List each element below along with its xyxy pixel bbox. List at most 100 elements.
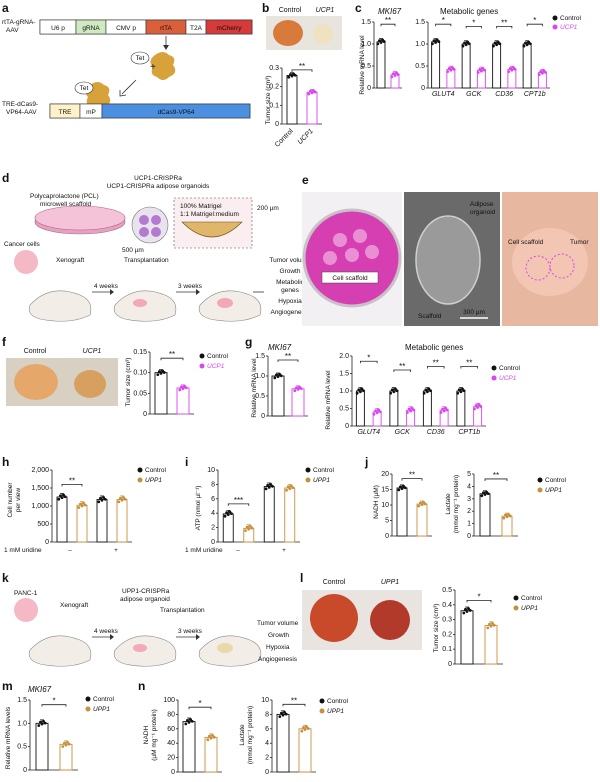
dim-500: 500 µm — [122, 247, 144, 254]
data-point — [379, 41, 383, 44]
data-point — [457, 388, 461, 392]
data-point — [184, 386, 188, 390]
data-point — [225, 511, 229, 515]
data-point — [462, 389, 466, 393]
data-point — [60, 496, 64, 500]
y-tick-label: 0.1 — [442, 646, 452, 653]
category-label: UCP1 — [297, 128, 315, 146]
data-point — [184, 722, 188, 726]
data-point — [486, 626, 490, 630]
mouse-icon — [28, 635, 92, 667]
data-point — [357, 388, 361, 392]
data-point — [489, 624, 493, 628]
significance-bracket — [466, 599, 492, 603]
y-tick-label: 80 — [167, 711, 175, 718]
data-point — [209, 736, 213, 740]
y-axis-label: Tumor size (cm³) — [265, 76, 272, 125]
transplantation-label: Transplantation — [124, 257, 169, 264]
data-point — [442, 409, 446, 413]
part-mp: mP — [86, 109, 96, 116]
y-tick-label: 4 — [265, 740, 269, 747]
chart-c-mki67: 00.51.01.5** — [361, 16, 402, 92]
significance-label: ** — [493, 471, 499, 480]
data-point — [467, 42, 471, 46]
plus-sign: + — [150, 62, 156, 73]
y-tick-label: 10 — [207, 467, 215, 474]
photo-label-ucp1: UCP1 — [83, 348, 102, 355]
bar — [263, 486, 275, 543]
data-point — [284, 712, 288, 716]
bar — [59, 743, 73, 771]
y-axis-label-left: Relative mRNA level — [251, 358, 258, 418]
data-point — [83, 503, 87, 507]
readout-1: Tumor volume — [269, 257, 311, 264]
panel-m: m MKI67 Relative mRNA levels 00.51.01.5*… — [2, 679, 115, 774]
panel-label: e — [302, 173, 309, 187]
data-point — [464, 608, 467, 611]
y-tick-label: 0 — [45, 539, 49, 546]
legend-marker-control — [319, 698, 325, 704]
bar — [389, 390, 399, 427]
panel-j: j NADH (µM) Lactate (mmol mg⁻¹ protein) … — [364, 455, 567, 540]
data-point — [61, 745, 65, 748]
readout-1: Tumor volume — [257, 620, 299, 627]
legend-control: Control — [545, 477, 567, 484]
panel-label: i — [185, 455, 188, 469]
tumor-label: Tumor — [570, 239, 589, 246]
panel-k: k PANC-1 Xenograft UPP1-CRISPRa adipose … — [2, 571, 299, 667]
y-axis-label-2: per view — [15, 488, 22, 513]
data-point — [400, 487, 404, 491]
legend-control: Control — [207, 353, 229, 360]
category-label: GLUT4 — [432, 91, 455, 98]
legend-marker-ucp1 — [199, 363, 205, 369]
y-tick-label: 0 — [211, 539, 215, 546]
y-axis-label-lactate-2: (mmol mg⁻¹ protein) — [453, 475, 460, 533]
data-point — [508, 66, 512, 70]
y-tick-label: 0 — [275, 121, 279, 128]
data-point — [79, 502, 82, 506]
data-point — [491, 622, 494, 625]
legend-marker-control — [305, 467, 311, 473]
panel-label: j — [364, 455, 368, 469]
photo-label-upp1: UPP1 — [381, 579, 399, 586]
panel-h: h Cell number per view 05001,0001,5002,0… — [2, 455, 167, 554]
readout-2: Growth — [268, 632, 289, 639]
data-point — [250, 526, 254, 530]
part-grna: gRNA — [82, 25, 100, 32]
data-point — [273, 376, 277, 380]
data-point — [406, 411, 409, 414]
y-tick-label: 0.5 — [17, 744, 27, 751]
y-tick-label: 0 — [467, 533, 471, 540]
legend-upp1: UPP1 — [93, 706, 110, 713]
data-point — [434, 41, 438, 44]
y-tick-label: 20 — [381, 471, 389, 478]
y-tick-label: 15 — [381, 487, 389, 494]
data-point — [462, 611, 466, 615]
title-metabolic: Metabolic genes — [440, 7, 498, 16]
y-axis-label: ATP (nmol µl⁻¹) — [195, 486, 202, 531]
y-tick-label: 0 — [385, 533, 389, 540]
category-label: CD36 — [427, 429, 445, 436]
data-point — [447, 66, 451, 70]
panel-label: l — [300, 571, 303, 585]
y-tick-label: 2 — [467, 508, 471, 515]
significance-label: ** — [69, 476, 75, 485]
data-point — [483, 493, 487, 496]
readout-3: Metabolic — [276, 279, 305, 286]
y-tick-label: 2 — [211, 525, 215, 532]
data-point — [459, 390, 463, 394]
scaffold-label-1: Polycaprolactone (PCL) — [30, 193, 99, 200]
readout-4: genes — [281, 287, 299, 294]
data-point — [372, 412, 376, 416]
significance-bracket — [380, 23, 396, 27]
data-point — [493, 41, 497, 45]
bar — [286, 75, 298, 125]
transplantation-label: Transplantation — [160, 607, 205, 614]
legend-marker-control — [552, 15, 558, 21]
significance-bracket — [227, 503, 250, 506]
cancer-cells-icon — [14, 250, 38, 274]
uridine-plus: + — [114, 547, 118, 554]
significance-label: ** — [291, 696, 297, 705]
